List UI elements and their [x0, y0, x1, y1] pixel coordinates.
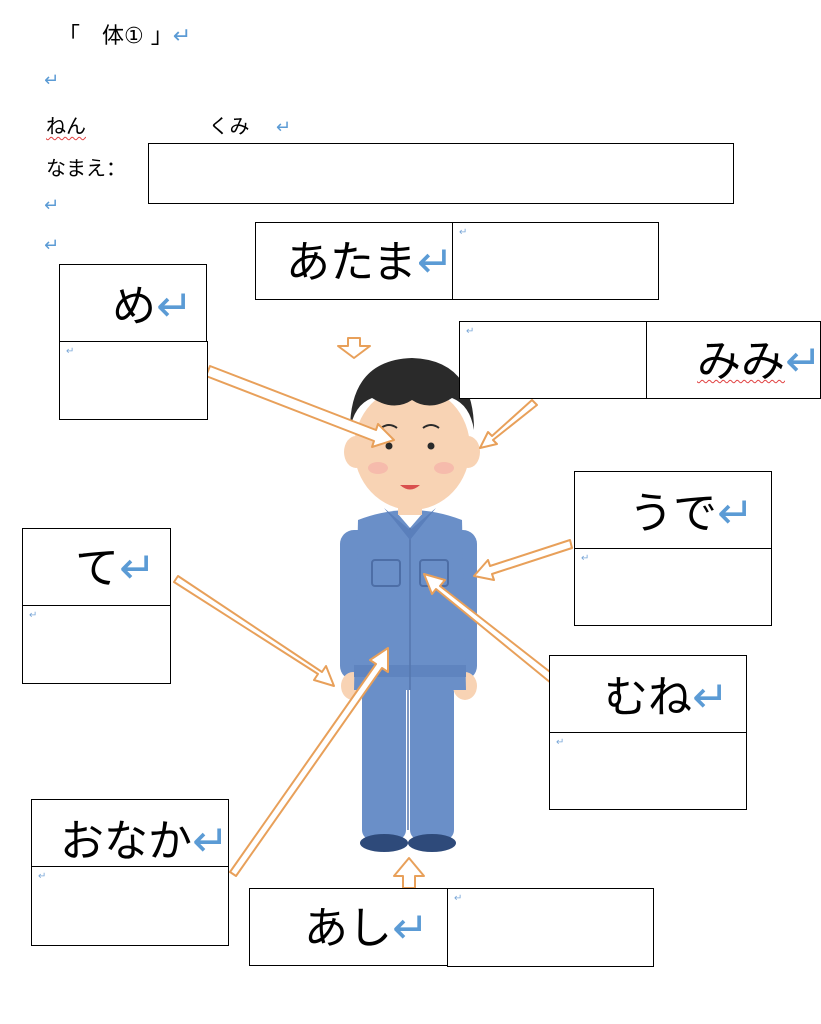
arrow-eye-icon — [205, 365, 395, 448]
worksheet-title: 「 体① 」↵ — [58, 18, 191, 50]
answer-box-ude[interactable]: ↵ — [574, 548, 772, 626]
nen-label: ねん — [46, 114, 86, 138]
class-line: ねん くみ ↵ — [46, 110, 291, 139]
arrow-chest-icon — [423, 573, 569, 693]
part-label-mune: むね↵ — [604, 672, 729, 723]
part-label-ashi: あし↵ — [304, 903, 429, 954]
return-mark: ↵ — [172, 24, 192, 49]
arrow-hand-icon — [173, 575, 335, 687]
answer-box-mune[interactable]: ↵ — [549, 732, 747, 810]
arrow-belly-icon — [229, 647, 389, 877]
label-box-me: め↵ — [59, 264, 207, 342]
part-label-atama: あたま↵ — [286, 237, 454, 288]
label-box-mune: むね↵ — [549, 655, 747, 733]
label-box-onaka: おなか↵ — [31, 799, 229, 867]
part-label-onaka: おなか↵ — [60, 816, 229, 867]
label-box-mimi: みみ↵ — [646, 321, 821, 399]
label-box-te: て↵ — [22, 528, 171, 606]
name-label: なまえ： — [46, 156, 126, 180]
part-label-me: め↵ — [112, 281, 193, 332]
title-text: 「 体① 」 — [58, 24, 173, 49]
return-mark: ↵ — [44, 195, 60, 216]
return-mark: ↵ — [44, 235, 60, 256]
label-box-ashi: あし↵ — [249, 888, 448, 966]
label-box-atama: あたま↵ — [255, 222, 454, 300]
answer-box-me[interactable]: ↵ — [59, 341, 208, 420]
answer-box-atama[interactable]: ↵ — [452, 222, 659, 300]
return-mark: ↵ — [275, 117, 291, 138]
worker-illustration — [340, 358, 480, 852]
arrow-up-icon — [393, 857, 425, 889]
answer-box-te[interactable]: ↵ — [22, 605, 171, 684]
answer-box-ashi[interactable]: ↵ — [447, 888, 654, 967]
label-box-ude: うで↵ — [574, 471, 772, 549]
answer-box-mimi[interactable]: ↵ — [459, 321, 647, 399]
kumi-label: くみ — [208, 114, 250, 138]
name-field[interactable] — [148, 143, 734, 204]
part-label-ude: うで↵ — [629, 488, 754, 539]
arrow-ear-icon — [479, 399, 538, 449]
part-label-mimi: みみ↵ — [697, 336, 821, 387]
part-label-te: て↵ — [75, 543, 156, 594]
arrow-arm-icon — [473, 539, 573, 581]
answer-box-onaka[interactable]: ↵ — [31, 866, 229, 946]
arrow-down-icon — [337, 337, 371, 359]
return-mark: ↵ — [44, 70, 60, 91]
